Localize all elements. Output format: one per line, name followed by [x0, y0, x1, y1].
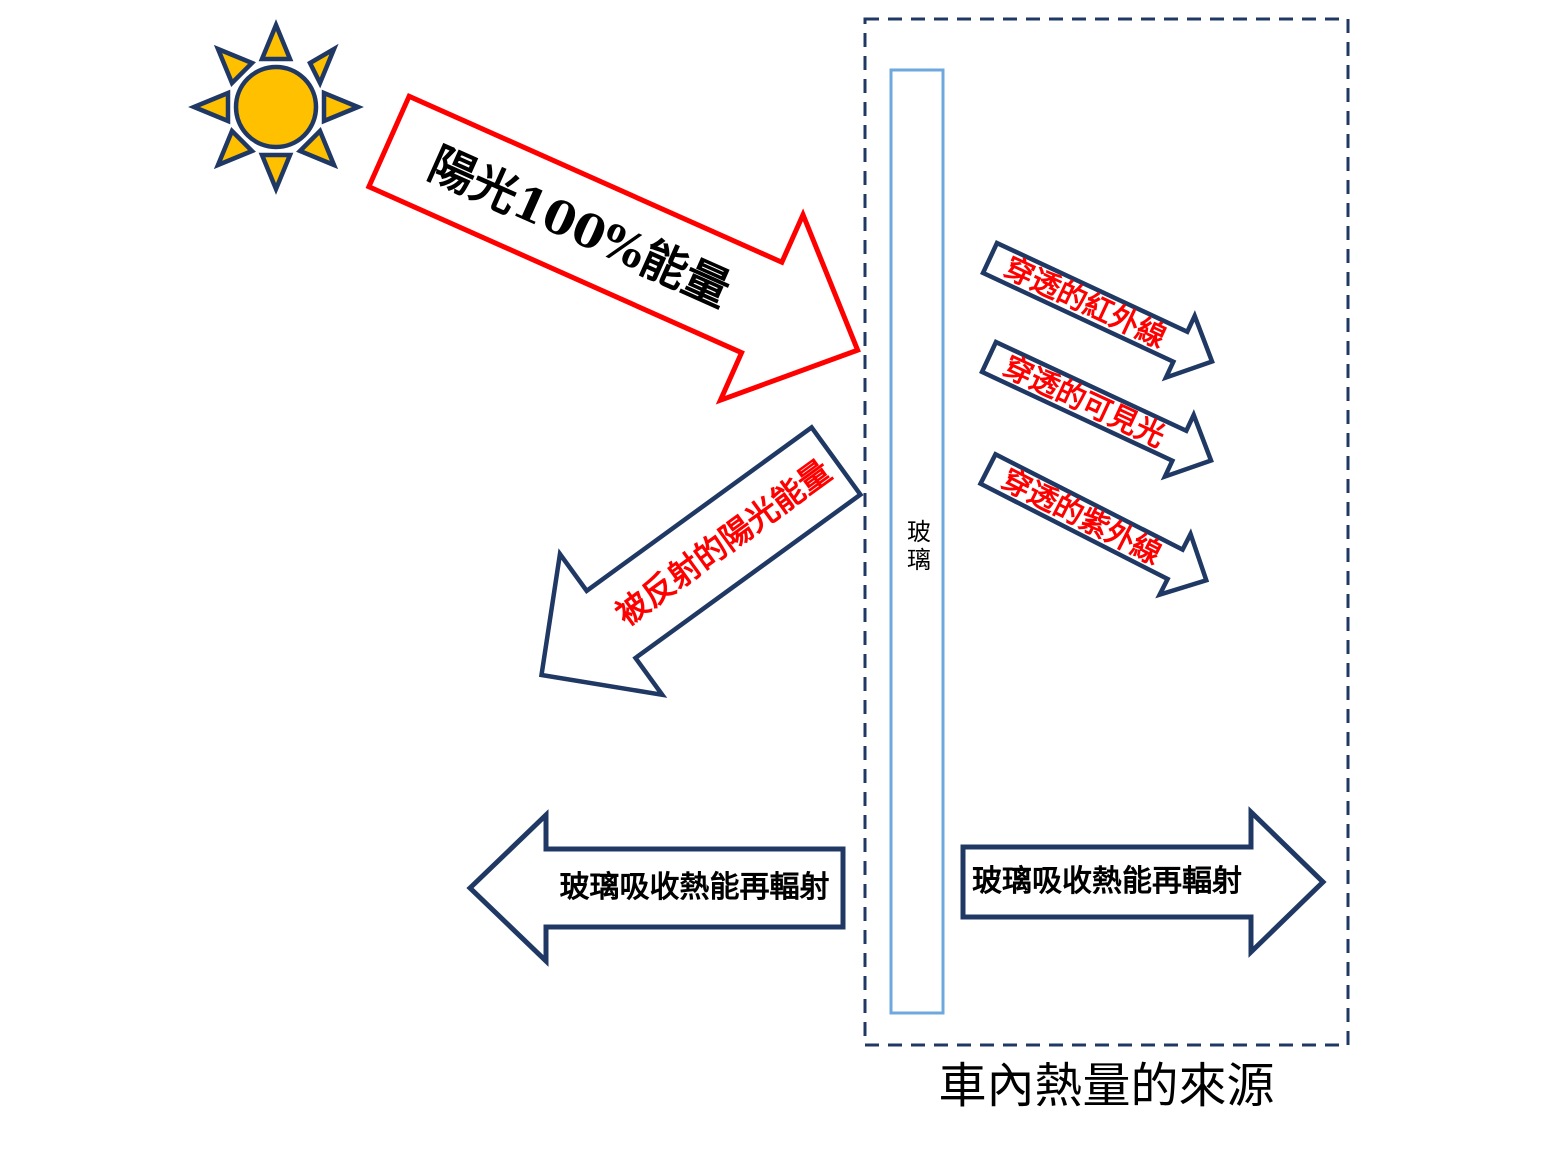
diagram-title: 車內熱量的來源: [938, 1058, 1275, 1114]
visible-light-arrow-shape: [979, 339, 1214, 481]
reflected-arrow-shape: [538, 424, 864, 698]
reradiate-right-arrow-shape: [960, 806, 1327, 958]
glass-pane: [889, 68, 945, 1015]
reflected-arrow: 被反射的陽光能量: [490, 391, 887, 746]
sun-icon: [188, 19, 364, 195]
reradiate-left-arrow: 玻璃吸收熱能再輻射: [466, 809, 846, 967]
reradiate-right-arrow: 玻璃吸收熱能再輻射: [960, 806, 1327, 958]
glass-label: 玻璃: [902, 519, 931, 575]
reradiate-left-arrow-shape: [466, 809, 846, 967]
sunlight-arrow: 陽光100%能量: [348, 49, 899, 443]
visible-light-arrow: 穿透的可見光: [975, 326, 1226, 491]
sunlight-arrow-shape: [365, 92, 861, 405]
reradiate-right-arrow-label: 玻璃吸收熱能再輻射: [972, 864, 1242, 899]
infrared-arrow: 穿透的紅外線: [976, 227, 1227, 392]
boundary-box: [863, 17, 1350, 1047]
ultraviolet-arrow-shape: [977, 451, 1210, 599]
ultraviolet-arrow: 穿透的紫外線: [973, 439, 1222, 611]
reradiate-left-arrow-label: 玻璃吸收熱能再輻射: [559, 870, 830, 905]
infrared-arrow-shape: [980, 240, 1215, 382]
